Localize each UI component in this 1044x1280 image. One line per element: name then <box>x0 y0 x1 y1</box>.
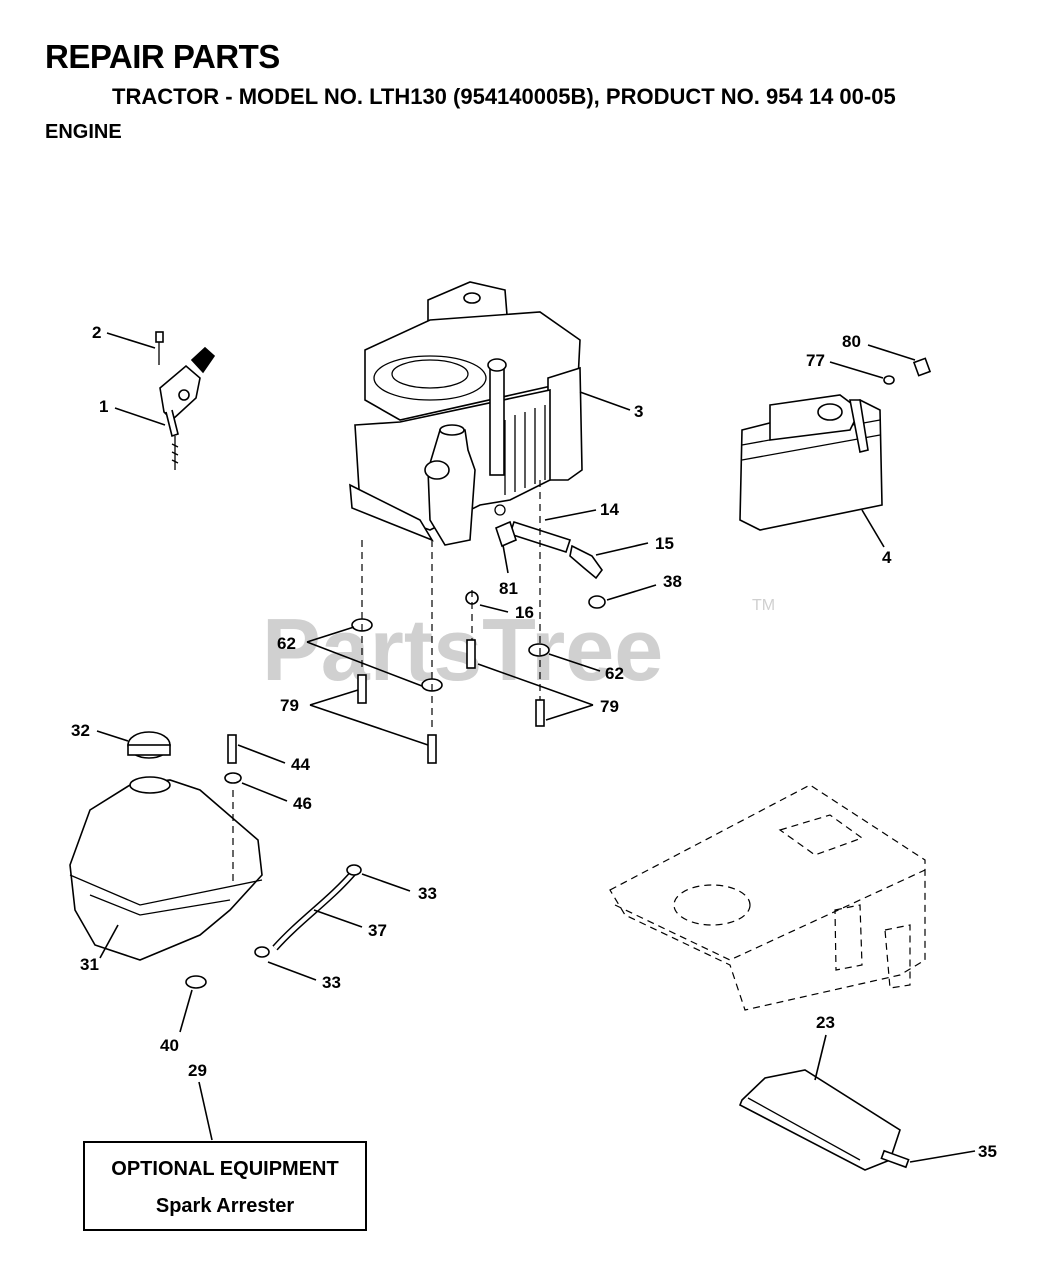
label-part-35: 35 <box>978 1142 997 1161</box>
leader-lines <box>96 332 976 1163</box>
label-part-62b: 62 <box>605 664 624 683</box>
label-part-14: 14 <box>600 500 619 519</box>
label-part-3: 3 <box>634 402 643 421</box>
label-part-15: 15 <box>655 534 674 553</box>
oil-drain-fittings <box>465 520 606 609</box>
label-part-81: 81 <box>499 579 518 598</box>
watermark-tm: TM <box>752 597 775 614</box>
label-part-31: 31 <box>80 955 99 974</box>
label-part-1: 1 <box>99 397 108 416</box>
label-part-32: 32 <box>71 721 90 740</box>
label-part-44: 44 <box>291 755 310 774</box>
label-part-33a: 33 <box>418 884 437 903</box>
fuel-tank-part <box>69 731 263 989</box>
optional-equipment-title: OPTIONAL EQUIPMENT <box>111 1158 339 1180</box>
optional-equipment-box: OPTIONAL EQUIPMENT Spark Arrester <box>83 1141 367 1231</box>
fuel-line-part <box>254 864 362 958</box>
engine-part <box>349 281 583 546</box>
model-subtitle: TRACTOR - MODEL NO. LTH130 (954140005B),… <box>112 84 896 109</box>
label-part-38: 38 <box>663 572 682 591</box>
throttle-control-part <box>155 331 216 470</box>
optional-equipment-item: Spark Arrester <box>155 1195 295 1217</box>
label-part-4: 4 <box>882 548 892 567</box>
label-part-80: 80 <box>842 332 861 351</box>
watermark-text: PartsTree <box>262 600 663 699</box>
label-part-2: 2 <box>92 323 101 342</box>
label-part-37: 37 <box>368 921 387 940</box>
section-title: ENGINE <box>45 121 122 143</box>
label-part-23: 23 <box>816 1013 835 1032</box>
spark-arrester-part <box>738 1069 910 1171</box>
label-part-79a: 79 <box>280 696 299 715</box>
label-part-29: 29 <box>188 1061 207 1080</box>
page-title: REPAIR PARTS <box>45 38 280 75</box>
label-part-33b: 33 <box>322 973 341 992</box>
label-part-77: 77 <box>806 351 825 370</box>
mounting-hardware <box>351 480 550 764</box>
label-part-46: 46 <box>293 794 312 813</box>
label-part-40: 40 <box>160 1036 179 1055</box>
part-number-labels: 2 1 3 80 77 4 14 15 38 81 16 62 62 79 79… <box>71 323 997 1161</box>
label-part-16: 16 <box>515 603 534 622</box>
tractor-frame <box>609 784 926 1011</box>
muffler-part <box>739 357 932 531</box>
label-part-79b: 79 <box>600 697 619 716</box>
label-part-62a: 62 <box>277 634 296 653</box>
